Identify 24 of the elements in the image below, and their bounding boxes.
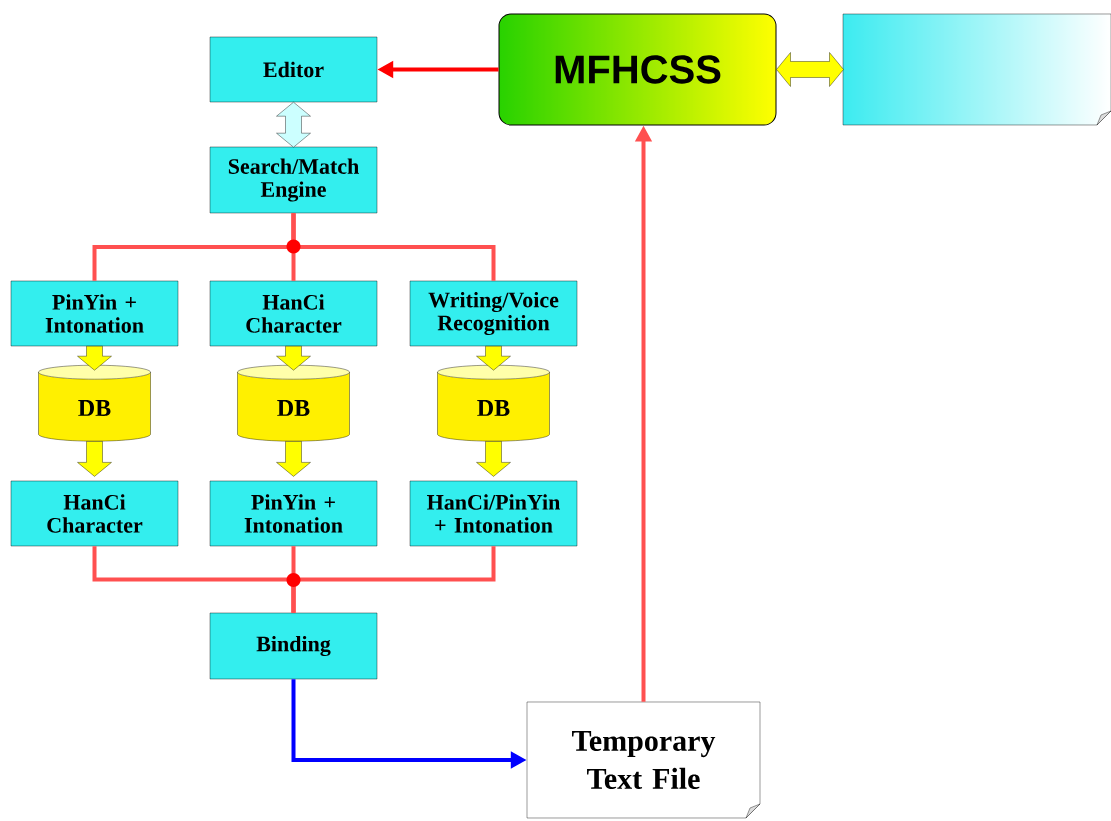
block-arrow [77, 346, 112, 371]
process-box: HanCi Character [10, 480, 179, 547]
block-arrow [276, 102, 311, 148]
process-box: Editor [209, 36, 378, 103]
block-arrow [476, 346, 511, 371]
block-arrow [276, 441, 311, 477]
database-cylinder: DB [437, 365, 550, 442]
system-box: MFHCSS [498, 13, 777, 126]
document-shape [842, 13, 1111, 126]
connector-line [291, 546, 496, 613]
process-box: HanCi/PinYin + Intonation [409, 480, 578, 547]
process-box: Binding [209, 612, 378, 680]
process-box: PinYin + Intonation [209, 480, 378, 547]
process-box: Writing/Voice Recognition [409, 280, 578, 347]
block-arrow [77, 441, 112, 477]
database-cylinder: DB [237, 365, 350, 442]
process-box: Search/Match Engine [209, 146, 378, 214]
process-box: PinYin + Intonation [10, 280, 179, 347]
block-arrow [276, 346, 311, 371]
database-cylinder: DB [38, 365, 151, 442]
process-box: HanCi Character [209, 280, 378, 347]
block-arrow [776, 52, 844, 87]
block-arrow [476, 441, 511, 477]
connector-line [291, 213, 496, 281]
